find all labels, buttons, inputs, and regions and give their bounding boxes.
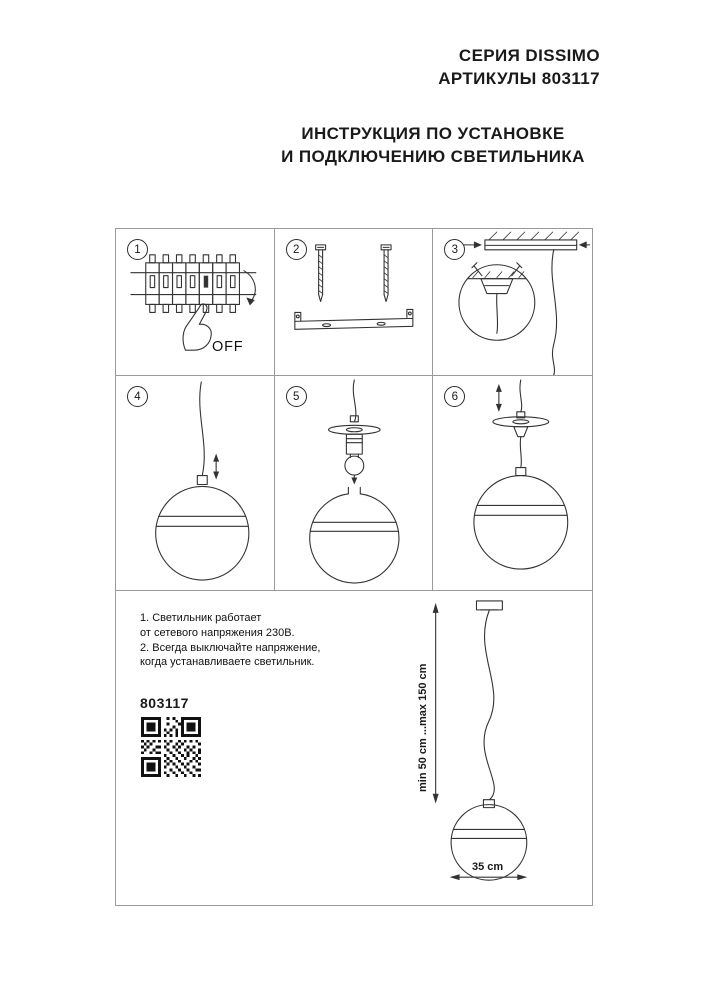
note-line: 2. Всегда выключайте напряжение, [140,641,321,654]
up-down-arrow-icon [496,383,503,412]
horizontal-dimension-arrow [449,874,528,881]
step-6-panel: 6 [433,376,592,591]
step-6-illustration [473,379,569,570]
pendant-dimensions-illustration [432,600,528,881]
bulb-icon [344,455,364,476]
note-line: когда устанавливаете светильник. [140,656,315,669]
cord [520,436,523,469]
step-3-panel: 3 [433,229,592,376]
step-number-badge: 1 [127,239,148,260]
summary-panel: 1. Светильник работает от сетевого напря… [116,591,592,905]
step-number-badge: 4 [127,386,148,407]
qr-code-icon [141,717,201,777]
step-5-illustration [308,379,400,584]
instruction-line-1: ИНСТРУКЦИЯ ПО УСТАНОВКЕ [301,124,565,143]
glass-globe [473,474,569,570]
mounting-bracket [293,308,414,330]
cord [352,379,357,423]
diameter-label: 35 cm [472,861,504,873]
glass-globe [450,804,528,881]
curved-arrow-icon [243,270,256,306]
screw-icon [380,244,392,303]
detail-magnifier-circle [458,262,536,341]
instruction-title: ИНСТРУКЦИЯ ПО УСТАНОВКЕ И ПОДКЛЮЧЕНИЮ СВ… [240,122,626,168]
step-2-panel: 2 [274,229,434,376]
vertical-dimension-arrow [432,602,439,804]
ceiling-mount [475,600,503,611]
steps-grid: 1 OFF [115,228,593,906]
step-4-panel: 4 [116,376,275,591]
article-number: 803117 [140,695,189,711]
down-arrow-icon [351,474,357,485]
step-number-badge: 6 [444,386,466,407]
ceiling-hatch [488,231,580,241]
screw-icon [314,244,326,303]
breaker-row [145,254,240,313]
step-number-badge: 5 [285,386,307,407]
canopy-disc [327,424,381,435]
step-1-illustration [130,254,257,351]
safety-notes: 1. Светильник работает от сетевого напря… [140,611,350,670]
cord [519,379,523,413]
cord [483,609,495,801]
series-title: СЕРИЯ DISSIMO [458,46,600,65]
step-3-illustration [458,231,591,375]
step-1-panel: 1 OFF [116,229,275,376]
step-2-illustration [293,244,414,330]
hanging-cable [551,249,558,375]
instruction-line-2: И ПОДКЛЮЧЕНИЮ СВЕТИЛЬНИКА [281,147,585,166]
screw-arrow-icon [462,241,483,249]
step-number-badge: 3 [444,239,466,260]
step-5-panel: 5 [274,376,434,591]
step-number-badge: 2 [285,239,307,260]
articles-title: АРТИКУЛЫ 803117 [438,69,600,88]
lamp-socket [345,433,363,455]
cord [199,381,205,477]
note-line: 1. Светильник работает [140,612,262,624]
glass-globe [155,485,250,581]
off-label: OFF [212,339,244,355]
up-down-arrow-icon [213,453,220,480]
header-block: СЕРИЯ DISSIMO АРТИКУЛЫ 803117 [438,44,600,90]
screw-arrow-icon [579,241,591,249]
suspension-length-label: min 50 cm ...max 150 cm [417,663,429,792]
pointing-hand-icon [182,303,212,351]
glass-globe [308,493,400,584]
note-line: от сетевого напряжения 230В. [140,626,295,639]
step-4-illustration [155,381,250,581]
